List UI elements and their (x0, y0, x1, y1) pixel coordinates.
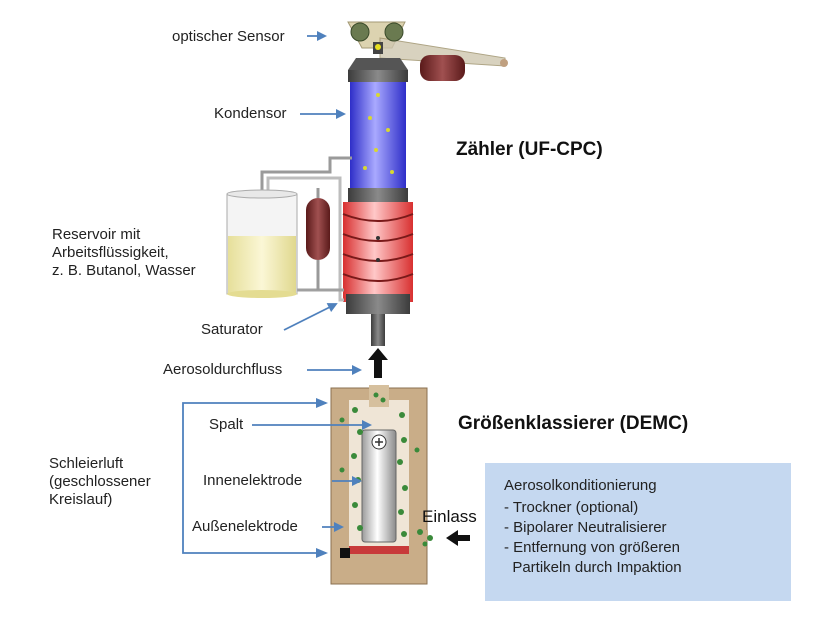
title-classifier: Größenklassierer (DEMC) (458, 413, 689, 434)
label-reservoir-line-3: z. B. Butanol, Wasser (52, 262, 196, 279)
conditioning-box (485, 463, 791, 601)
label-optical-sensor: optischer Sensor (172, 28, 285, 45)
optical-sensor (347, 21, 508, 81)
saturator (342, 202, 414, 346)
label-inner-electrode: Innenelektrode (203, 472, 303, 489)
arrow-saturator (283, 303, 338, 331)
classifier-body (330, 385, 433, 585)
label-aerosol-flow: Aerosoldurchfluss (163, 361, 283, 378)
conditioning-item-removal: - Entfernung von größeren (504, 539, 680, 556)
label-reservoir: Reservoir mit Arbeitsflüssigkeit, z. B. … (52, 226, 196, 280)
conditioning-item-impaction: Partikeln durch Impaktion (504, 559, 682, 576)
label-sheath-air-line-2: (geschlossener (49, 473, 151, 490)
label-inlet: Einlass (422, 507, 477, 526)
conditioning-heading: Aerosolkonditionierung (504, 477, 657, 494)
conditioning-item-dryer: - Trockner (optional) (504, 499, 639, 516)
title-counter: Zähler (UF-CPC) (456, 139, 603, 160)
label-saturator: Saturator (201, 321, 263, 338)
conditioning-item-neutralizer: - Bipolarer Neutralisierer (504, 519, 667, 536)
reservoir (226, 156, 352, 302)
sheath-air-loop (182, 402, 326, 554)
label-sheath-air: Schleierluft (geschlossener Kreislauf) (49, 455, 151, 509)
label-outer-electrode: Außenelektrode (192, 518, 298, 535)
label-reservoir-line-1: Reservoir mit (52, 226, 141, 243)
label-reservoir-line-2: Arbeitsflüssigkeit, (52, 244, 169, 261)
label-sheath-air-line-1: Schleierluft (49, 455, 124, 472)
inlet-arrow (446, 530, 470, 546)
condenser (348, 58, 408, 202)
conditioning-list: - Trockner (optional) - Bipolarer Neutra… (504, 498, 682, 578)
label-condenser: Kondensor (214, 105, 287, 122)
label-gap: Spalt (209, 416, 244, 433)
aerosol-flow-arrow (368, 348, 388, 378)
label-sheath-air-line-3: Kreislauf) (49, 491, 113, 508)
